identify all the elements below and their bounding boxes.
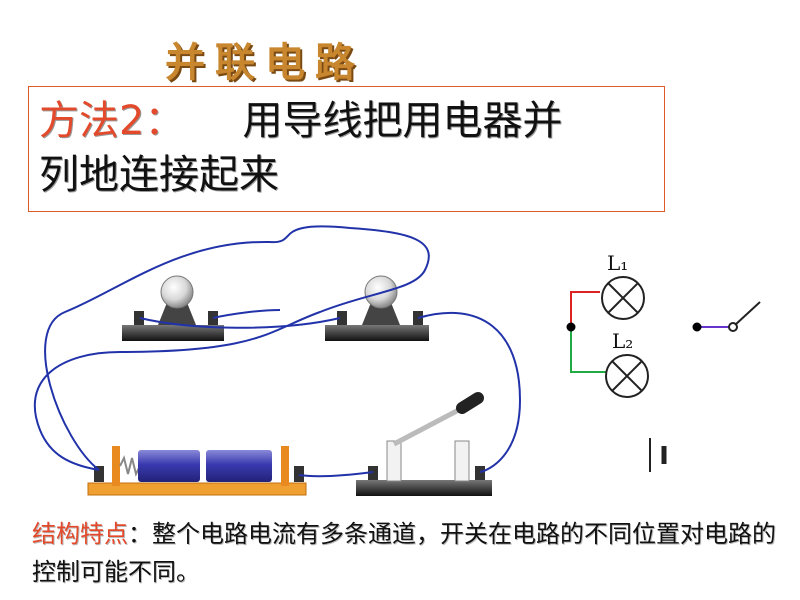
method-line-2: 列地连接起来 [39,151,279,199]
battery-terminal-left [94,466,104,482]
description-text: ：整个电路电流有多条通道，开关在电路的不同位置对电路的控制可能不同。 [32,520,776,586]
schematic: L₁ L₂ [566,251,761,472]
method-line-1: 方法2： 用导线把用电器并 [39,97,562,145]
battery-holder [87,446,307,496]
circuit-diagram: L₁ L₂ [33,225,761,496]
lamp-l1-cross-b [607,282,639,314]
bulb-socket-2 [362,300,400,325]
switch-terminal-right [475,466,485,480]
terminal-1a [134,311,144,325]
schematic-red-branch [570,291,600,327]
switch-base [356,480,492,496]
bulb-socket-1 [158,300,196,325]
switch-post-right [454,440,470,482]
schematic-green-branch [570,327,606,373]
wire-bulb1-to-bulb2 [139,317,341,329]
page-title: 并联电路 [165,39,365,86]
terminal-2a [337,311,347,325]
battery-cell-2 [206,450,272,482]
bulb-holder-2 [325,275,429,341]
battery-end-left [112,446,120,486]
wire-battery-to-switch [298,471,374,478]
battery-terminal-right [294,466,304,482]
lamp-l2-label: L₂ [612,329,633,353]
wires [33,225,522,478]
description-label: 结构特点 [32,520,128,548]
method-text-1: 用导线把用电器并 [242,98,563,144]
battery-cell-1 [138,450,200,482]
bulb-base-2 [325,325,429,341]
wire-bulb1-right [212,309,281,319]
battery-tray [87,482,307,496]
wire-battery-to-bulb2-loop [33,225,430,471]
switch-handle [456,392,484,414]
junction-right [692,322,702,332]
bulb-base-1 [122,325,224,341]
method-text-2: 列地连接起来 [39,152,279,198]
method-label: 方法2： [39,98,185,144]
battery-end-right [281,446,289,486]
structure-description: 结构特点：整个电路电流有多条通道，开关在电路的不同位置对电路的控制可能不同。 [32,515,792,591]
junction-left [566,322,576,332]
wire-bulb2-to-switch [417,311,522,473]
switch-post-left [386,440,402,482]
knife-switch [356,392,492,496]
battery-spring [119,455,141,477]
lamp-l2-cross-b [611,360,643,392]
lamp-l1-label: L₁ [607,251,628,275]
schematic-switch-blade [734,301,761,326]
method-box: 方法2： 用导线把用电器并 列地连接起来 [28,86,665,212]
bulb-glass-1 [160,275,194,309]
bulb-holder-1 [122,275,224,341]
